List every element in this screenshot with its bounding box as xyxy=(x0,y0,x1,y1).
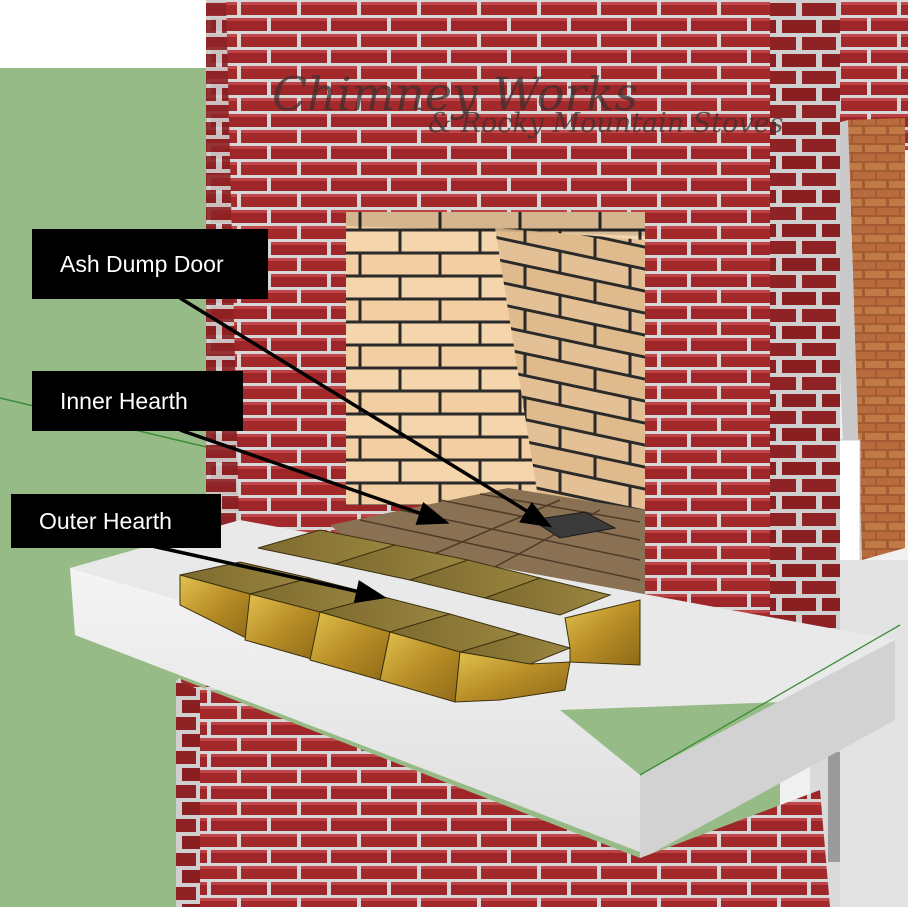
hearth-slab-top xyxy=(70,520,895,710)
ash-dump-door-label: Ash Dump Door xyxy=(32,229,268,299)
outer-hearth-arrow-line xyxy=(151,544,361,594)
outer-hearth-arrow-head xyxy=(353,580,387,604)
flue-liner xyxy=(848,118,905,560)
firebox-shadow xyxy=(346,212,645,236)
inner-hearth-arrow-line xyxy=(179,428,426,517)
chimney-right-toothing xyxy=(770,0,840,690)
outer-hearth-front-row xyxy=(179,561,641,703)
callout-arrows xyxy=(151,296,553,604)
ash-dump-door xyxy=(530,511,617,539)
slab-axis-line xyxy=(639,624,901,776)
outer-hearth-bricks xyxy=(179,529,641,703)
firebox-right-wall xyxy=(495,228,645,545)
ash-dump-arrow-line xyxy=(179,296,531,515)
lower-brick-wall xyxy=(178,678,640,907)
inner-hearth-label: Inner Hearth xyxy=(32,371,243,431)
ash-dump-arrow-head xyxy=(519,501,553,528)
hearth-slab-front xyxy=(70,568,640,852)
hearth-slab-side xyxy=(640,640,895,860)
lower-brick-left xyxy=(176,680,200,907)
outer-hearth-label: Outer Hearth xyxy=(11,494,221,548)
lower-brick-right xyxy=(640,790,830,907)
outer-hearth-back-row xyxy=(257,529,612,616)
watermark-title: Chimney Works xyxy=(272,67,638,121)
inner-hearth-arrow-head xyxy=(415,502,450,525)
watermark-subtitle: & Rocky Mountain Stoves xyxy=(428,108,783,139)
